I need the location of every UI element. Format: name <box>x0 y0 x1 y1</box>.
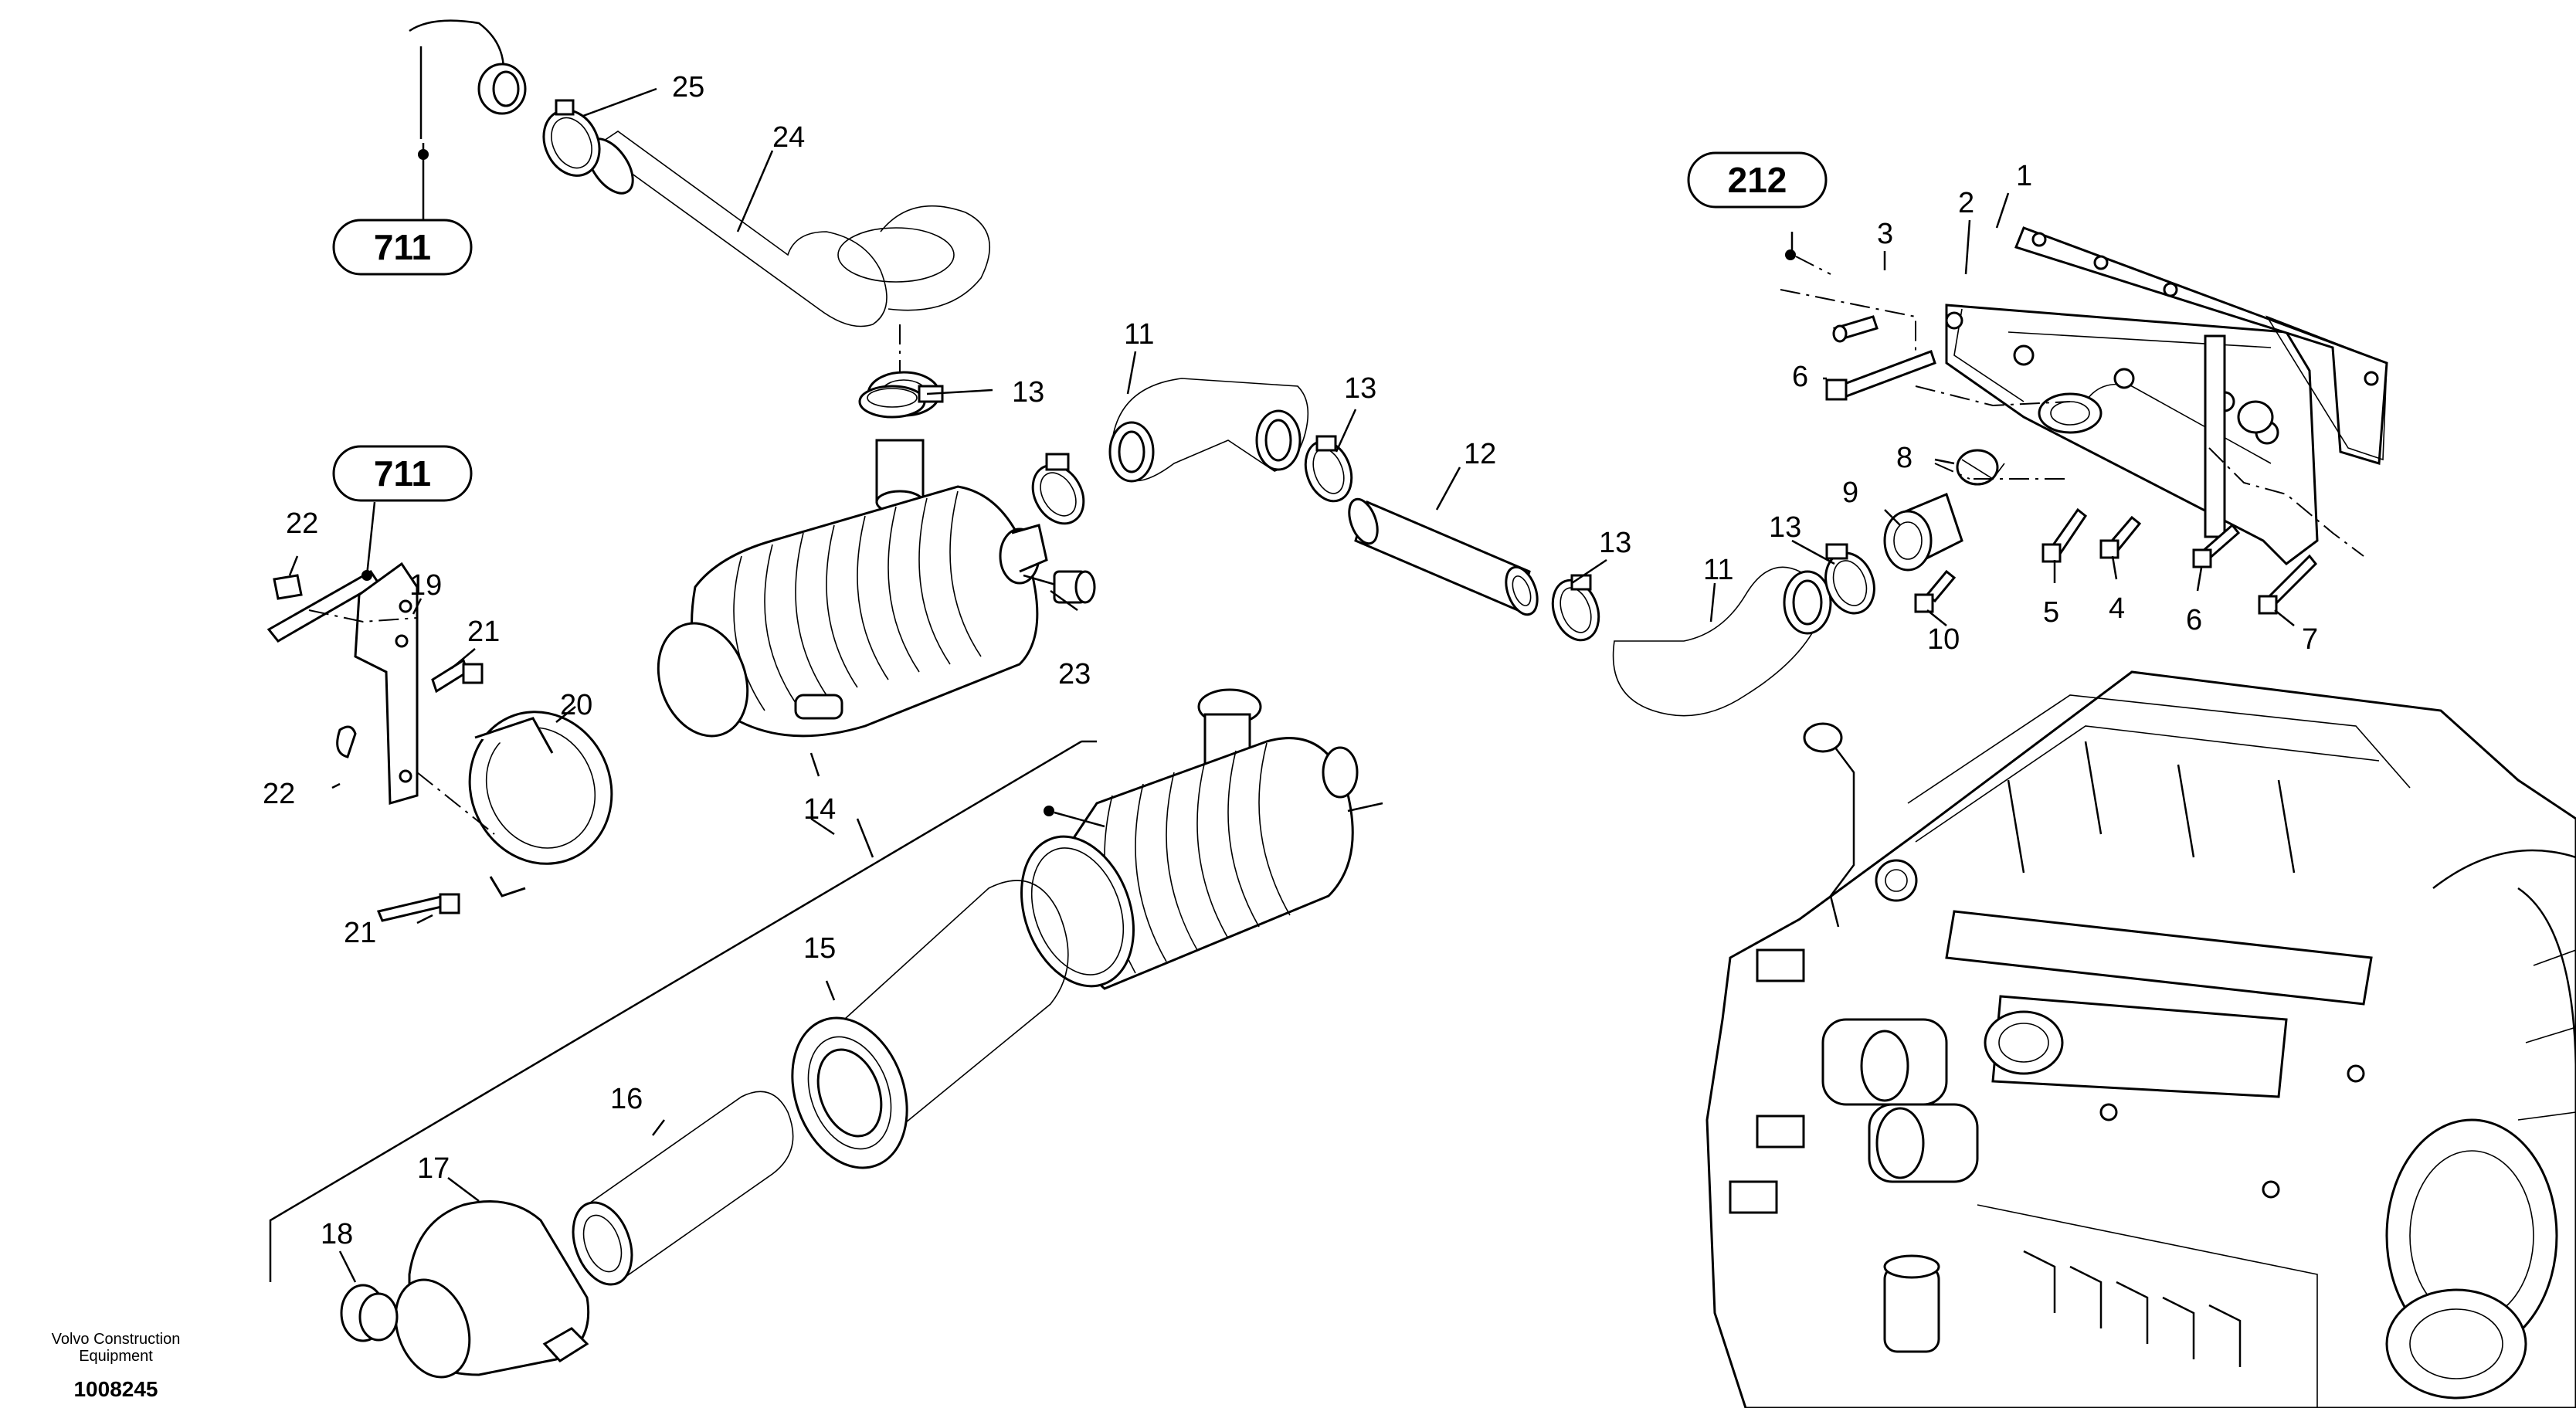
engine-block <box>1705 670 2576 1408</box>
callout-13-c: 13 <box>1599 527 1631 559</box>
clamp-13d <box>1551 574 1600 642</box>
callout-5: 5 <box>2043 596 2059 629</box>
callout-21-a: 21 <box>467 616 500 648</box>
callout-13-d: 13 <box>1769 511 1801 544</box>
callout-8: 8 <box>1896 442 1912 474</box>
callout-22-b: 22 <box>263 778 295 810</box>
callout-18: 18 <box>321 1218 353 1250</box>
fitting-8-9-10 <box>1883 449 2005 613</box>
callout-9: 9 <box>1842 477 1858 509</box>
hose-11a <box>1108 378 1309 483</box>
clamp-13b <box>1031 453 1085 525</box>
callout-24: 24 <box>772 121 805 154</box>
ref-text-711-top: 711 <box>374 227 431 267</box>
cover-17 <box>394 1200 590 1379</box>
leader-lines <box>288 87 2295 1283</box>
safety-filter-16 <box>572 1091 794 1286</box>
callout-21-b: 21 <box>344 917 376 949</box>
footer-brand-line2: Equipment <box>79 1348 153 1365</box>
bolts-manifold <box>1825 315 2318 615</box>
ref-text-212: 212 <box>1728 160 1787 200</box>
callout-4: 4 <box>2109 592 2125 625</box>
callout-6-a: 6 <box>1792 361 1808 393</box>
intake-manifold-2 <box>1945 304 2319 565</box>
air-cleaner-housing-alt <box>1020 688 1383 990</box>
callout-12: 12 <box>1464 438 1496 470</box>
clamp-13c <box>1304 435 1353 503</box>
footer-doc-number: 1008245 <box>73 1377 158 1401</box>
callout-7: 7 <box>2302 623 2318 656</box>
callout-25: 25 <box>672 71 704 103</box>
hose-11b <box>1612 566 1832 717</box>
callout-11-a: 11 <box>1124 318 1154 351</box>
callout-11-b: 11 <box>1703 554 1733 586</box>
hose-24 <box>409 19 991 327</box>
callout-6-b: 6 <box>2186 604 2202 636</box>
pipe-12 <box>1348 497 1539 616</box>
callout-23: 23 <box>1058 658 1091 690</box>
clamp-13a <box>858 385 944 419</box>
callout-14: 14 <box>803 793 836 826</box>
callout-3: 3 <box>1877 218 1893 250</box>
ref-text-711-mid: 711 <box>374 453 431 494</box>
callout-13-b: 13 <box>1344 372 1376 405</box>
callout-22-a: 22 <box>286 507 318 540</box>
callout-10: 10 <box>1927 623 1960 656</box>
callout-2: 2 <box>1958 187 1974 219</box>
callout-17: 17 <box>417 1152 450 1185</box>
filter-element-15 <box>791 880 1069 1169</box>
callout-15: 15 <box>803 932 836 965</box>
callout-20: 20 <box>560 689 592 721</box>
ref-label-711-top <box>332 219 473 276</box>
valve-18 <box>340 1284 399 1342</box>
callout-19: 19 <box>409 569 442 602</box>
callout-13-a: 13 <box>1012 376 1044 409</box>
ref-label-212 <box>1687 151 1828 209</box>
footer-brand-line1: Volvo Construction <box>52 1331 181 1348</box>
hose-clamp-25 <box>542 99 601 177</box>
gasket-1 <box>2014 226 2388 465</box>
nipple-23 <box>1023 570 1096 604</box>
bracket-assembly <box>266 562 613 922</box>
callout-1: 1 <box>2016 160 2032 192</box>
ref-label-711-mid <box>332 445 473 502</box>
air-cleaner-14 <box>657 371 1048 738</box>
clamp-13e <box>1824 543 1875 615</box>
callout-16: 16 <box>610 1083 643 1115</box>
